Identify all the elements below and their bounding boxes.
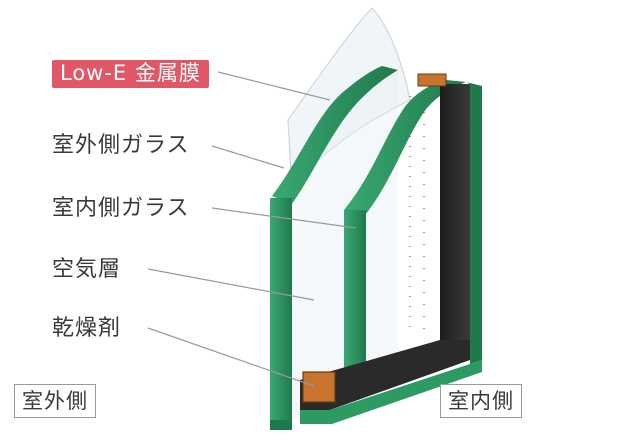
outer-glass-bottom-edge [270, 420, 292, 430]
indoor-side-label: 室内側 [440, 384, 522, 418]
desiccant-top [417, 73, 447, 87]
outer-glass-top-edge [272, 66, 398, 204]
spacer-frame-bottom [300, 340, 470, 410]
desiccant-block [302, 371, 336, 403]
spacer-frame-right [440, 84, 470, 360]
low-e-film-label: Low-E 金属膜 [52, 60, 209, 88]
outer-glass-side-edge [270, 198, 292, 420]
unit-right-edge [466, 82, 482, 364]
outer-glass-label: 室外側ガラス [52, 133, 190, 158]
unit-bottom-right-edge [300, 360, 482, 424]
air-layer-label: 空気層 [52, 257, 122, 282]
inner-glass-side-edge [344, 210, 366, 380]
inner-glass-label: 室内側ガラス [52, 196, 190, 221]
leader-lines [147, 71, 357, 387]
desiccant-label: 乾燥剤 [52, 316, 122, 341]
inner-glass-top-edge [344, 80, 466, 214]
outdoor-side-label: 室外側 [14, 384, 96, 418]
